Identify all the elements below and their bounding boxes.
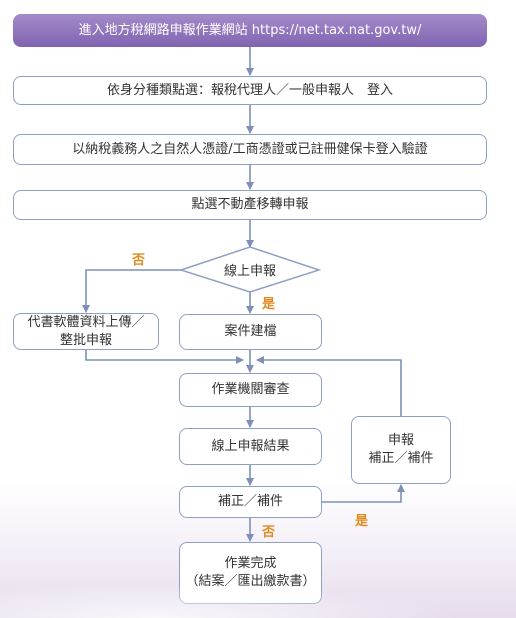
arrow-resubmit-to-review <box>256 356 402 416</box>
arrow-supp-yes-to-resubmit <box>322 484 405 503</box>
arrow-batch-to-review <box>85 350 244 364</box>
decision-online-label: 線上申報 <box>223 264 276 279</box>
decision-online: 線上申報 <box>181 247 319 292</box>
arrow-online-no-to-batch <box>82 269 181 313</box>
header-bar: 進入地方稅網路申報作業網站 https://net.tax.nat.gov.tw… <box>13 14 487 47</box>
decision-diamond <box>178 246 322 293</box>
step-login: 依身分種類點選：報稅代理人／一般申報人 登入 <box>13 76 487 105</box>
label-no-left: 否 <box>132 253 146 268</box>
step-resubmit-line1: 申報 <box>387 433 414 448</box>
step-supp: 補正／補件 <box>179 486 322 518</box>
step-verify: 以納稅義務人之自然人憑證/工商憑證或已註冊健保卡登入驗證 <box>13 134 487 165</box>
step-batch: 代書軟體資料上傳／ 整批申報 <box>13 313 159 350</box>
background-glow <box>0 578 516 618</box>
step-result-label: 線上申報結果 <box>211 438 290 454</box>
step-done-line1: 作業完成 <box>224 556 277 571</box>
label-no-down: 否 <box>262 525 276 540</box>
step-batch-line2: 整批申報 <box>59 332 112 348</box>
label-yes-down: 是 <box>262 297 276 312</box>
step-case: 案件建檔 <box>179 314 322 350</box>
step-resubmit-line2: 補正／補件 <box>368 451 434 466</box>
step-review-label: 作業機關審查 <box>211 382 290 397</box>
step-select: 點選不動產移轉申報 <box>13 190 487 220</box>
header-text: 進入地方稅網路申報作業網站 https://net.tax.nat.gov.tw… <box>78 22 422 38</box>
step-supp-label: 補正／補件 <box>217 494 283 509</box>
step-resubmit: 申報 補正／補件 <box>351 416 451 484</box>
step-select-label: 點選不動產移轉申報 <box>191 197 309 212</box>
label-yes-right: 是 <box>355 514 369 529</box>
step-result: 線上申報結果 <box>179 428 322 465</box>
step-verify-label: 以納稅義務人之自然人憑證/工商憑證或已註冊健保卡登入驗證 <box>72 141 428 157</box>
step-batch-line1: 代書軟體資料上傳／ <box>27 314 145 330</box>
step-review: 作業機關審查 <box>179 373 322 407</box>
step-login-label: 依身分種類點選：報稅代理人／一般申報人 登入 <box>106 82 393 98</box>
step-case-label: 案件建檔 <box>224 324 277 339</box>
